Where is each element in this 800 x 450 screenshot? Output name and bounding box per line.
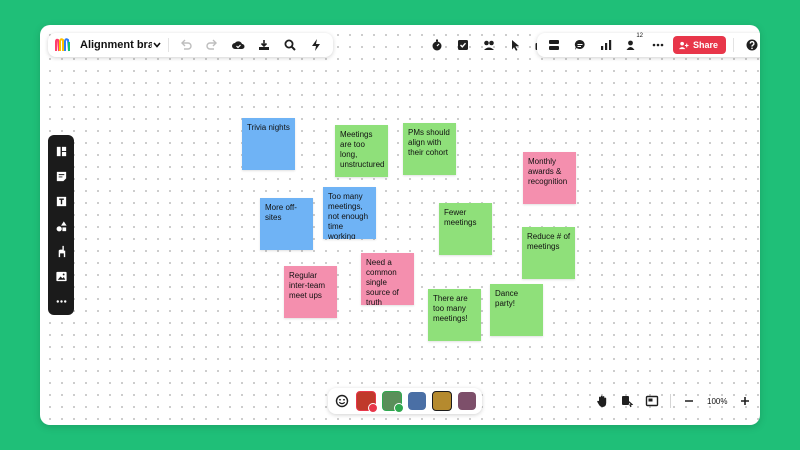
zoom-level[interactable]: 100%: [707, 396, 728, 406]
export-icon[interactable]: [253, 34, 275, 56]
timer-icon[interactable]: [426, 34, 448, 56]
undo-icon[interactable]: [175, 34, 197, 56]
collaborators-bar: [328, 388, 482, 414]
miro-logo-icon[interactable]: [54, 34, 72, 56]
comment-icon[interactable]: [569, 34, 591, 56]
top-right-bar: 12 Share: [537, 33, 760, 57]
collaborator-avatar[interactable]: [356, 391, 378, 413]
llama-icon[interactable]: [51, 241, 71, 261]
collaborator-avatar[interactable]: [408, 392, 426, 410]
collaboration-tools-bar: [422, 33, 556, 57]
more-icon[interactable]: [51, 291, 71, 311]
sticky-note-icon[interactable]: [51, 166, 71, 186]
map-icon[interactable]: [641, 390, 663, 412]
chart-icon[interactable]: [595, 34, 617, 56]
sticky-note-too-many-meetings[interactable]: Too many meetings, not enough time worki…: [323, 187, 376, 239]
help-icon[interactable]: [741, 34, 760, 56]
presenter-badge-icon: [368, 403, 378, 413]
sticky-note-more-offsites[interactable]: More off-sites: [260, 198, 313, 250]
collaborator-count: 12: [636, 33, 643, 39]
sticky-note-too-many-meetings-2[interactable]: There are too many meetings!: [428, 289, 481, 341]
zoom-in-icon[interactable]: [734, 390, 756, 412]
share-button[interactable]: Share: [673, 36, 727, 54]
chevron-down-icon[interactable]: [152, 34, 162, 56]
sticky-note-inter-team-meetups[interactable]: Regular inter-team meet ups: [284, 266, 337, 318]
sticky-note-single-source[interactable]: Need a common single source of truth: [361, 253, 414, 305]
sticky-note-meetings-too-long[interactable]: Meetings are too long, unstructured: [335, 125, 388, 177]
board-title[interactable]: Alignment brain...: [80, 39, 152, 51]
reactions-icon[interactable]: [478, 34, 500, 56]
sticky-note-pms-align[interactable]: PMs should align with their cohort: [403, 123, 456, 175]
divider: [168, 38, 169, 52]
sticky-note-monthly-awards[interactable]: Monthly awards & recognition: [523, 152, 576, 204]
touchpad-icon[interactable]: [616, 390, 638, 412]
sticky-note-trivia-nights[interactable]: Trivia nights: [242, 118, 295, 170]
left-toolbar: [48, 135, 74, 315]
lightning-icon[interactable]: [305, 34, 327, 56]
zoom-controls-bar: 100%: [585, 388, 760, 414]
pointer-icon[interactable]: [504, 34, 526, 56]
more-icon[interactable]: [647, 34, 669, 56]
redo-icon[interactable]: [201, 34, 223, 56]
search-icon[interactable]: [279, 34, 301, 56]
sticky-note-fewer-meetings[interactable]: Fewer meetings: [439, 203, 492, 255]
shapes-icon[interactable]: [51, 216, 71, 236]
collaborator-avatar[interactable]: [432, 391, 452, 411]
divider: [670, 394, 671, 408]
divider: [733, 38, 735, 52]
emoji-icon[interactable]: [334, 390, 350, 412]
image-icon[interactable]: [51, 266, 71, 286]
voting-icon[interactable]: [452, 34, 474, 56]
hand-icon[interactable]: [591, 390, 613, 412]
board-header-bar: Alignment brain...: [48, 33, 333, 57]
board-canvas[interactable]: Alignment brain...: [40, 25, 760, 425]
online-status-icon: [394, 403, 404, 413]
share-label: Share: [693, 40, 719, 50]
sticky-note-reduce-meetings[interactable]: Reduce # of meetings: [522, 227, 575, 279]
collaborator-avatar[interactable]: [382, 391, 404, 413]
layout-icon[interactable]: [543, 34, 565, 56]
users-icon[interactable]: 12: [621, 33, 643, 56]
collaborator-avatar[interactable]: [458, 392, 476, 410]
cloud-sync-icon[interactable]: [227, 34, 249, 56]
sticky-note-dance-party[interactable]: Dance party!: [490, 284, 543, 336]
text-icon[interactable]: [51, 191, 71, 211]
zoom-out-icon[interactable]: [678, 390, 700, 412]
templates-icon[interactable]: [51, 141, 71, 161]
